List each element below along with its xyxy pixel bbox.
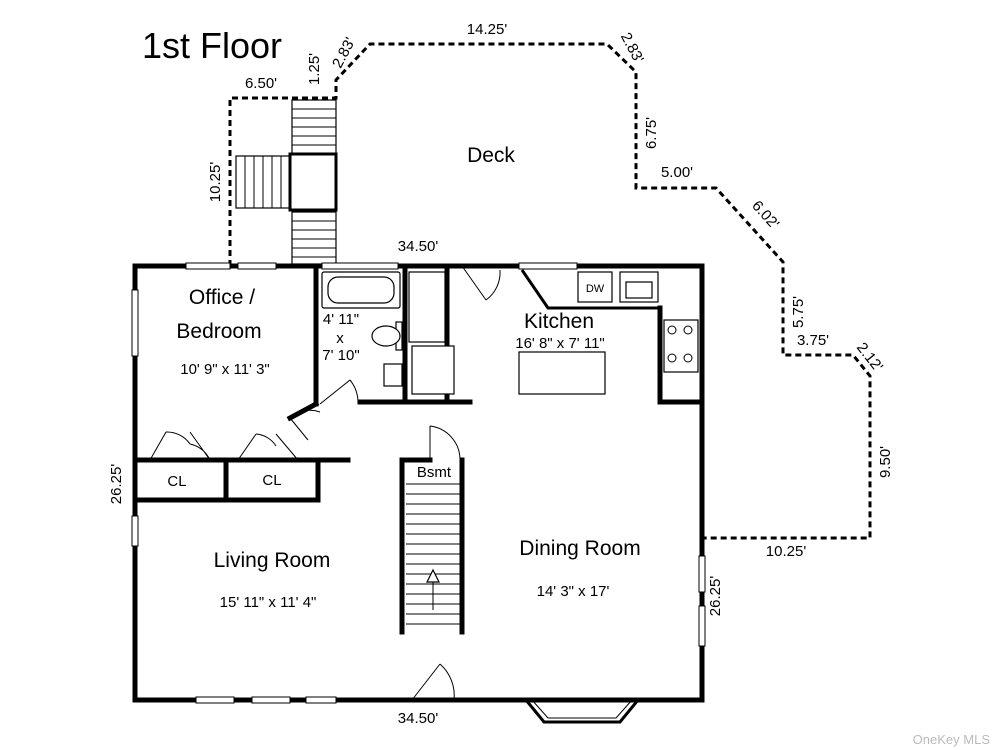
bath-size-line3: 7' 10" — [322, 347, 359, 364]
dim-deck-right-diag2: 6.02' — [748, 197, 782, 232]
dim-deck-left-small: 1.25' — [306, 53, 323, 85]
living-room-size: 15' 11" x 11' 4" — [220, 594, 317, 611]
dim-deck-top: 14.25' — [467, 21, 508, 38]
office-label-line2: Bedroom — [176, 320, 261, 343]
dim-deck-right-upper: 6.75' — [643, 117, 660, 149]
dim-deck-right-step2: 3.75' — [797, 332, 829, 349]
deck-label: Deck — [467, 144, 515, 167]
basement-label: Bsmt — [417, 464, 452, 481]
dim-house-top: 34.50' — [398, 238, 439, 255]
kitchen-fixtures — [518, 269, 699, 395]
dining-room-label: Dining Room — [519, 537, 640, 560]
bay-window — [524, 699, 640, 724]
plan-title: 1st Floor — [142, 25, 282, 66]
bathroom-fixtures — [321, 271, 455, 395]
bath-size-line2: x — [336, 330, 344, 347]
interior-walls — [132, 263, 705, 635]
dim-house-left: 26.25' — [108, 464, 125, 505]
closet-label-2: CL — [262, 472, 281, 489]
office-label-line1: Office / — [189, 286, 255, 309]
closet-label-1: CL — [167, 473, 186, 490]
deck-outline — [228, 42, 872, 540]
living-room-label: Living Room — [214, 549, 331, 572]
basement-stairs — [406, 483, 460, 625]
office-size: 10' 9" x 11' 3" — [180, 361, 270, 378]
dim-deck-left-diag: 2.83' — [329, 35, 359, 71]
dishwasher-label: DW — [586, 283, 605, 295]
dim-house-bottom: 34.50' — [398, 710, 439, 727]
dim-deck-right-lower: 9.50' — [877, 446, 894, 478]
doors — [149, 265, 501, 701]
dim-deck-bottom: 10.25' — [766, 543, 807, 560]
dim-deck-right-step: 5.00' — [661, 164, 693, 181]
dim-deck-right-mid: 5.75' — [790, 296, 807, 328]
dim-deck-right-diag3: 2.12' — [853, 339, 886, 375]
kitchen-size: 16' 8" x 7' 11" — [515, 335, 605, 352]
dim-deck-stair-width: 6.50' — [245, 75, 277, 92]
watermark: OneKey MLS — [913, 732, 991, 747]
dim-deck-left-height: 10.25' — [207, 162, 224, 203]
kitchen-label: Kitchen — [524, 310, 594, 333]
dim-deck-right-diag: 2.83' — [617, 30, 647, 66]
bath-size-line1: 4' 11" — [323, 311, 359, 328]
dim-house-right: 26.25' — [707, 576, 724, 617]
windows — [131, 262, 706, 704]
deck-stairs — [235, 99, 338, 265]
dining-room-size: 14' 3" x 17' — [537, 583, 610, 600]
